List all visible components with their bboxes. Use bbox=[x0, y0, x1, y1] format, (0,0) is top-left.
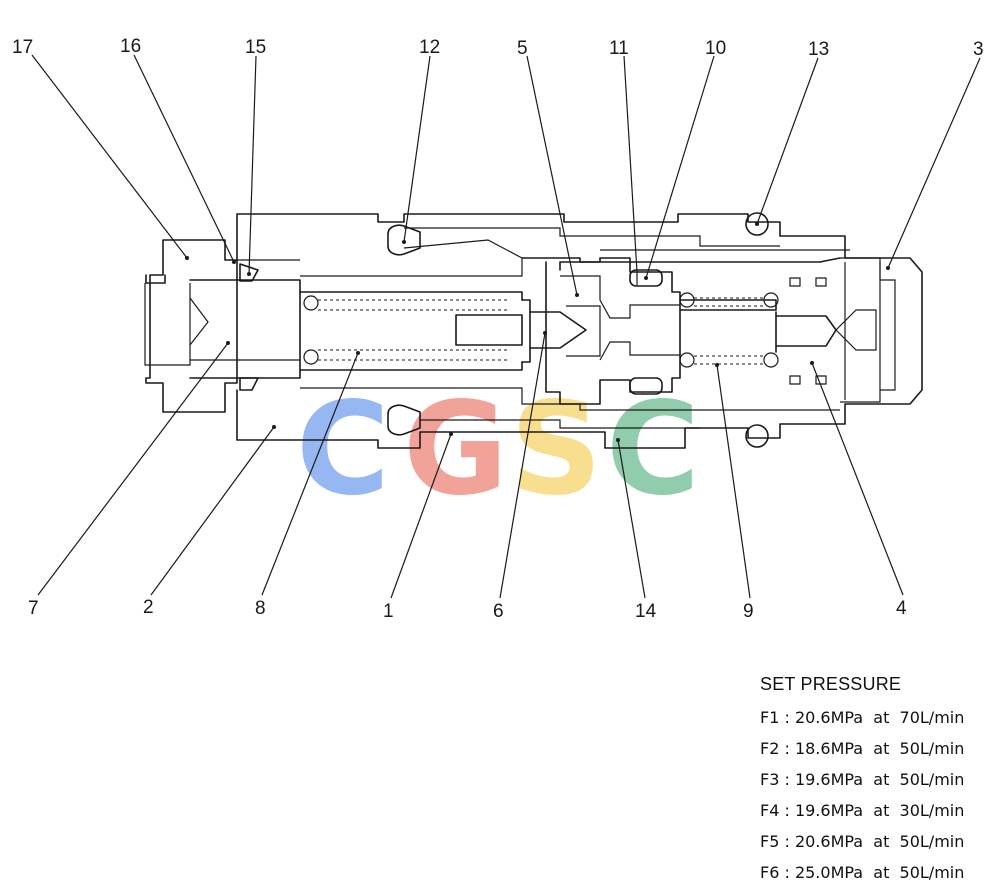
callout-17: 17 bbox=[12, 37, 33, 58]
callout-3: 3 bbox=[973, 39, 984, 60]
callout-labels: 17 16 15 12 5 11 10 13 3 7 2 8 1 6 14 9 … bbox=[12, 36, 984, 622]
callout-16: 16 bbox=[120, 36, 141, 57]
pressure-row-f2: F2 : 18.6MPa at 50L/min bbox=[760, 739, 965, 758]
left-adjust-screw bbox=[144, 239, 301, 413]
leader-lines bbox=[31, 54, 981, 599]
valve-body bbox=[236, 213, 923, 449]
callout-11: 11 bbox=[609, 38, 629, 59]
main-poppet bbox=[545, 257, 681, 405]
watermark-letter-3: S bbox=[510, 375, 602, 524]
set-pressure-title: SET PRESSURE bbox=[760, 674, 902, 694]
callout-4: 4 bbox=[896, 598, 907, 619]
pressure-row-f5: F5 : 20.6MPa at 50L/min bbox=[760, 832, 965, 851]
set-pressure-table: SET PRESSURE F1 : 20.6MPa at 70L/min F2 … bbox=[760, 674, 996, 894]
watermark-letter-2: G bbox=[403, 375, 508, 524]
callout-1: 1 bbox=[383, 601, 394, 622]
callout-8: 8 bbox=[255, 598, 266, 619]
callout-14: 14 bbox=[635, 601, 657, 622]
watermark-letter-4: C bbox=[606, 375, 700, 524]
callout-2: 2 bbox=[143, 597, 154, 618]
callout-6: 6 bbox=[493, 601, 504, 622]
right-plug bbox=[775, 277, 877, 385]
watermark: C G S C bbox=[296, 375, 700, 524]
pressure-row-f1: F1 : 20.6MPa at 70L/min bbox=[760, 708, 965, 727]
callout-10: 10 bbox=[705, 38, 726, 59]
callout-15: 15 bbox=[245, 37, 266, 58]
watermark-letter-1: C bbox=[296, 375, 390, 524]
pilot-spring bbox=[679, 292, 779, 368]
main-spring bbox=[299, 291, 523, 371]
pressure-row-f4: F4 : 19.6MPa at 30L/min bbox=[760, 801, 965, 820]
left-o-rings bbox=[239, 263, 259, 391]
callout-5: 5 bbox=[517, 38, 528, 59]
callout-13: 13 bbox=[808, 39, 829, 60]
callout-9: 9 bbox=[743, 601, 754, 622]
pressure-row-f3: F3 : 19.6MPa at 50L/min bbox=[760, 770, 965, 789]
poppet bbox=[455, 299, 587, 363]
callout-12: 12 bbox=[419, 37, 440, 58]
callout-7: 7 bbox=[28, 598, 39, 619]
pressure-row-f6: F6 : 25.0MPa at 50L/min bbox=[760, 863, 965, 882]
